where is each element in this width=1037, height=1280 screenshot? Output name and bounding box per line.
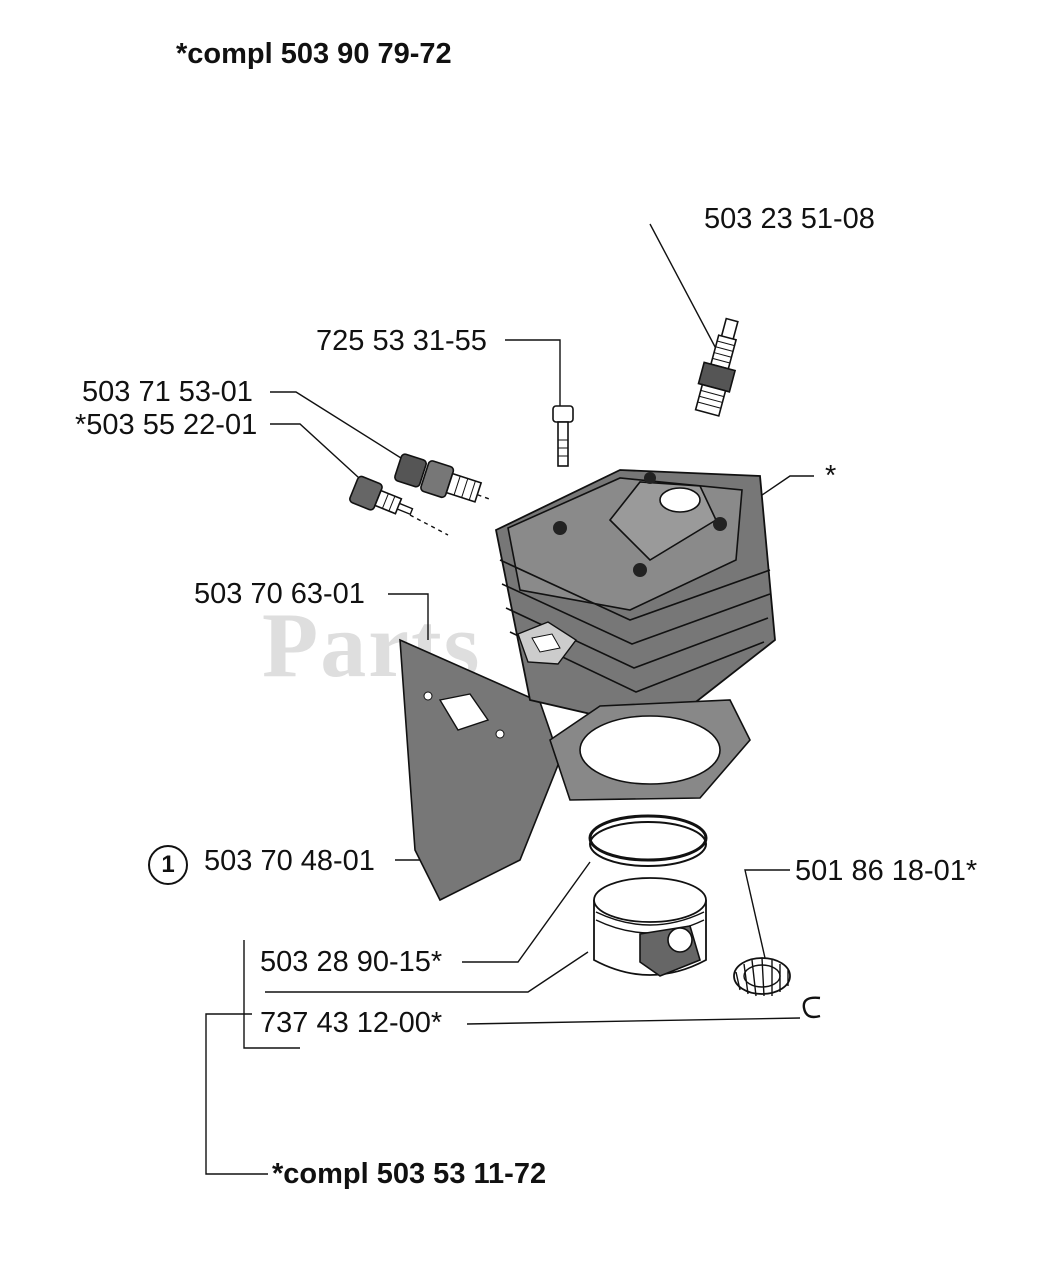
circlip	[802, 996, 821, 1019]
leader-valve-a	[270, 391, 421, 471]
leader-assembly-bottom	[205, 1013, 268, 1175]
leader-piston-pin	[265, 951, 589, 993]
callout-number: 1	[148, 845, 188, 885]
part-number-circlip[interactable]: 737 43 12-00*	[260, 1007, 443, 1039]
leader-circlip	[466, 1017, 801, 1025]
piston-ring	[588, 814, 708, 867]
decompression-valve	[394, 453, 483, 503]
part-number-needle-bearing[interactable]: 501 86 18-01*	[795, 855, 978, 887]
part-number-spark-plug[interactable]: 503 23 51-08	[704, 203, 875, 235]
leader-screw	[505, 339, 561, 420]
part-number-piston[interactable]: 503 28 90-15*	[260, 946, 443, 978]
part-number-valve-a[interactable]: 503 71 53-01	[82, 376, 253, 408]
part-number-gasket[interactable]: 503 70 48-01	[204, 845, 375, 877]
needle-bearing	[733, 957, 791, 997]
spark-plug	[694, 317, 739, 417]
screw	[552, 405, 574, 467]
leader-piston	[462, 861, 591, 963]
bracket-assembly	[243, 940, 300, 1049]
part-number-heat-shield[interactable]: 503 70 63-01	[194, 578, 365, 610]
assembly-title-top: *compl 503 90 79-72	[176, 38, 452, 70]
piston	[593, 877, 707, 977]
leader-valve-b	[270, 423, 371, 489]
leader-needle-bearing	[744, 869, 790, 959]
cylinder-base-gasket	[549, 699, 751, 801]
cylinder	[494, 469, 776, 731]
assembly-title-bottom: *compl 503 53 11-72	[272, 1158, 547, 1190]
leader-heat-shield	[388, 593, 429, 640]
part-number-screw[interactable]: 725 53 31-55	[316, 325, 487, 357]
leader-spark-plug	[649, 223, 723, 361]
part-number-cylinder[interactable]: *	[825, 460, 837, 492]
part-number-valve-b[interactable]: *503 55 22-01	[75, 409, 258, 441]
valve-assembly	[349, 475, 414, 516]
